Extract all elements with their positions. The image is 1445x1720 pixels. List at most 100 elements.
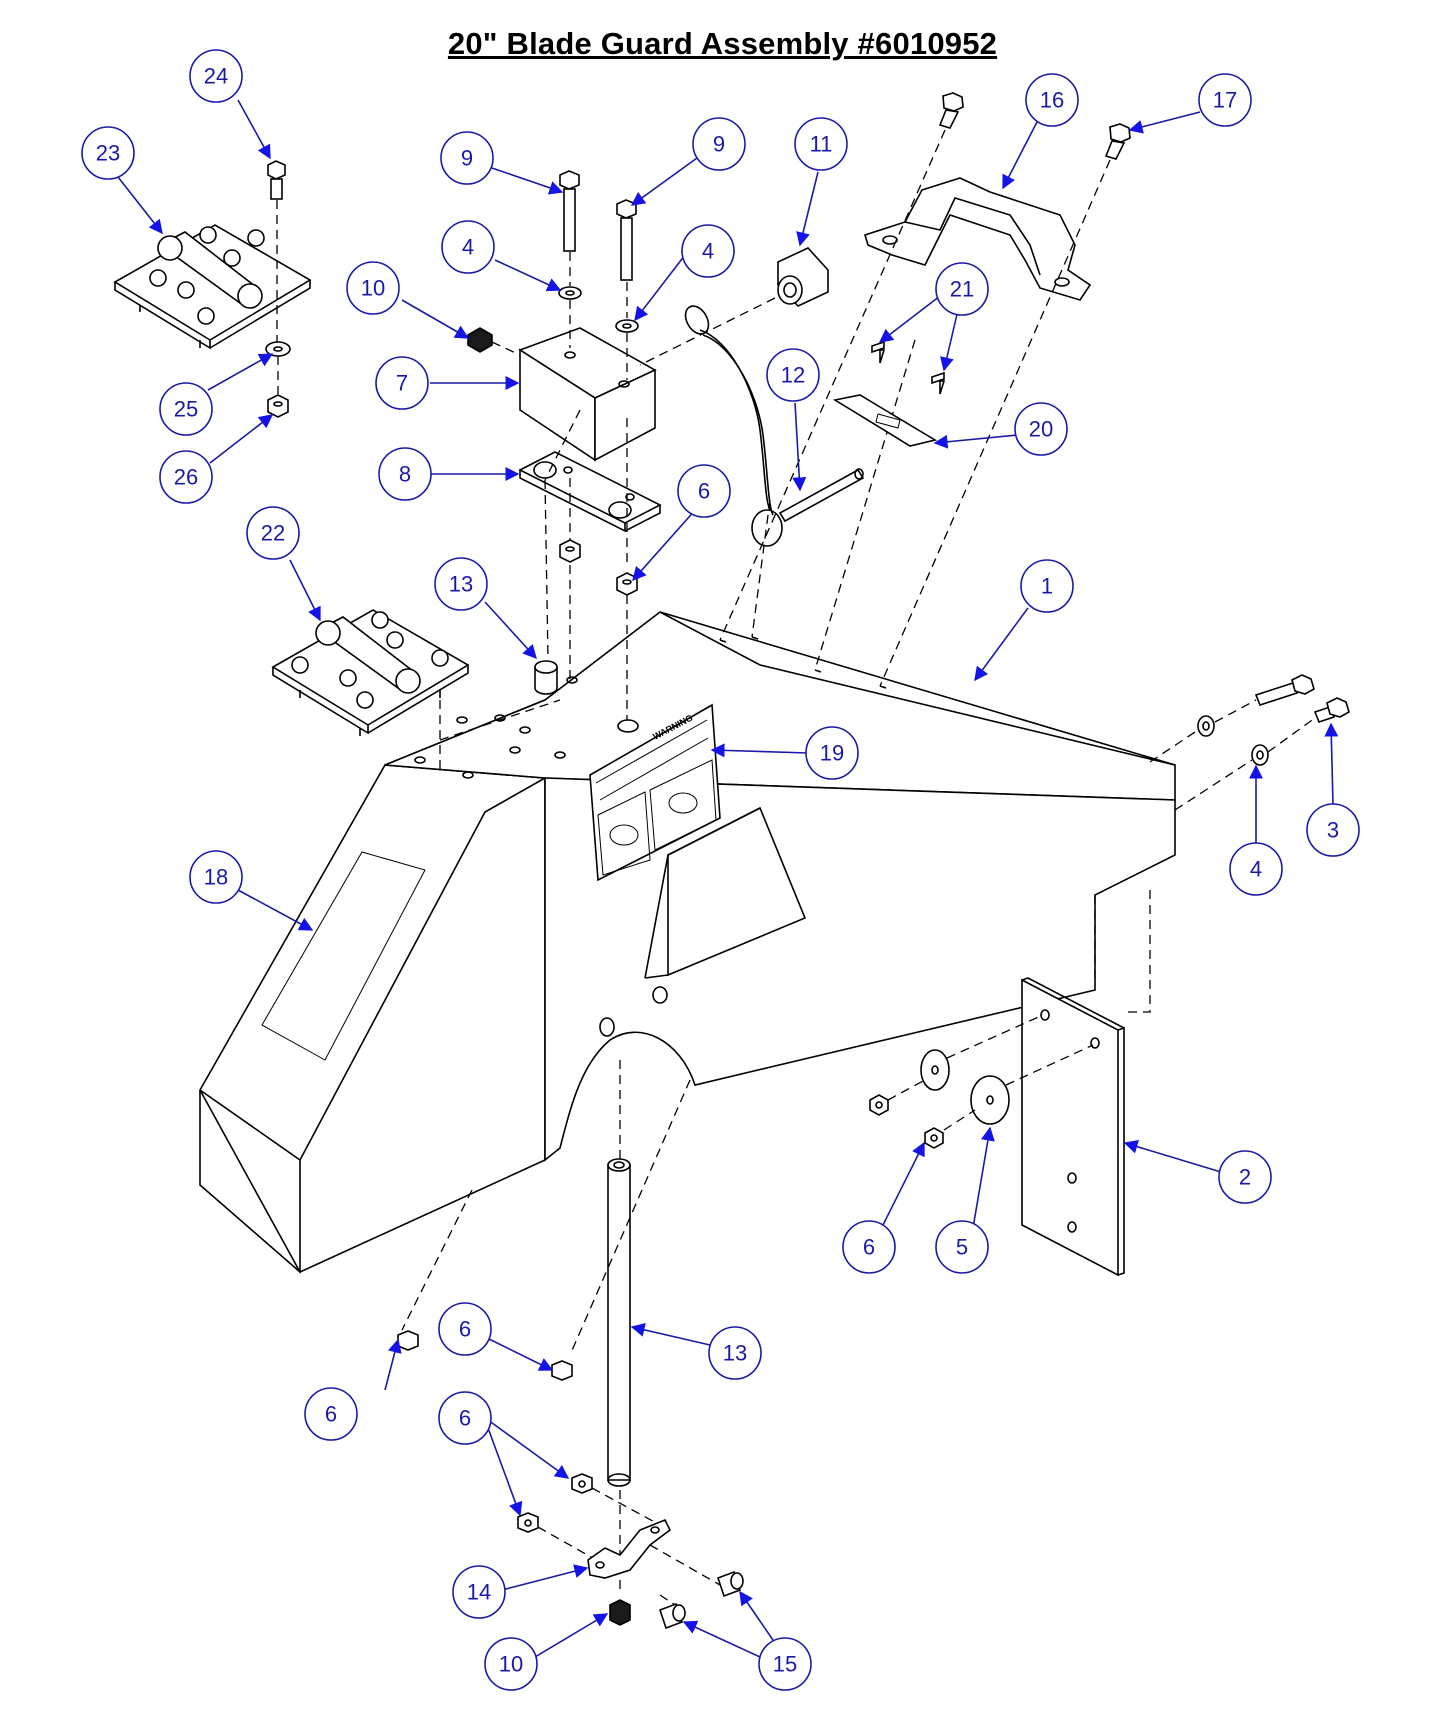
nut-6-top <box>559 539 638 596</box>
svg-text:8: 8 <box>399 462 411 487</box>
svg-text:12: 12 <box>781 363 805 388</box>
washer-5 <box>920 1049 1010 1125</box>
hinge-22 <box>271 609 470 736</box>
bracket-14 <box>587 1518 672 1579</box>
callout-8: 8 <box>378 447 432 501</box>
callout-3: 3 <box>1306 803 1360 857</box>
callout-6-top: 6 <box>677 464 731 518</box>
washer-4-top <box>558 286 639 333</box>
fitting-11 <box>777 247 829 307</box>
svg-text:6: 6 <box>325 1402 337 1427</box>
nut-26 <box>267 394 289 418</box>
callout-23: 23 <box>81 126 135 180</box>
block-7 <box>518 327 657 462</box>
callout-6-lower-left: 6 <box>304 1387 358 1441</box>
svg-text:6: 6 <box>863 1235 875 1260</box>
callout-10-bottom: 10 <box>484 1637 538 1691</box>
callout-4-left: 4 <box>441 220 495 274</box>
callout-26: 26 <box>159 450 213 504</box>
callout-13-top: 13 <box>434 557 488 611</box>
svg-text:20: 20 <box>1029 417 1053 442</box>
bolt-17 <box>1104 123 1131 160</box>
plate-8 <box>518 451 662 533</box>
callout-2: 2 <box>1218 1150 1272 1204</box>
svg-text:23: 23 <box>96 141 120 166</box>
callout-18: 18 <box>189 850 243 904</box>
callout-9-left: 9 <box>440 131 494 185</box>
svg-text:16: 16 <box>1040 88 1064 113</box>
bolt-3 <box>1254 674 1350 723</box>
svg-text:4: 4 <box>462 235 474 260</box>
callout-14: 14 <box>452 1565 506 1619</box>
svg-text:25: 25 <box>174 397 198 422</box>
callout-4-center: 4 <box>681 224 735 278</box>
callout-16: 16 <box>1025 73 1079 127</box>
pin-12 <box>684 305 865 547</box>
svg-text:6: 6 <box>459 1317 471 1342</box>
callout-9-right: 9 <box>692 117 746 171</box>
bolt-9 <box>559 170 637 281</box>
svg-text:7: 7 <box>396 371 408 396</box>
bolt-24 <box>267 160 286 200</box>
svg-text:6: 6 <box>698 479 710 504</box>
callout-24: 24 <box>189 49 243 103</box>
callout-21: 21 <box>935 262 989 316</box>
svg-text:14: 14 <box>467 1580 491 1605</box>
svg-text:17: 17 <box>1213 88 1237 113</box>
svg-text:18: 18 <box>204 865 228 890</box>
svg-text:13: 13 <box>449 572 473 597</box>
handle-16 <box>864 177 1092 301</box>
washer-25 <box>265 341 291 357</box>
nut-6-right <box>869 1094 944 1149</box>
callout-12: 12 <box>766 348 820 402</box>
callout-4-right: 4 <box>1229 842 1283 896</box>
svg-text:11: 11 <box>810 132 833 157</box>
hinge-23 <box>113 224 312 350</box>
screw-15 <box>658 1570 744 1630</box>
shaft-13 <box>607 1158 631 1487</box>
insert-10-bottom <box>609 1599 631 1626</box>
bolt-16-top <box>938 92 964 129</box>
svg-text:9: 9 <box>713 132 725 157</box>
callout-6-lower-mid: 6 <box>438 1302 492 1356</box>
warning-decal: WARNING <box>589 703 721 882</box>
svg-text:1: 1 <box>1041 574 1053 599</box>
svg-text:15: 15 <box>773 1652 797 1677</box>
callout-11: 11 <box>794 117 848 171</box>
svg-text:9: 9 <box>461 146 473 171</box>
leader-lines <box>117 99 1339 1658</box>
callout-1: 1 <box>1020 559 1074 613</box>
svg-text:4: 4 <box>702 239 714 264</box>
blade-guard-body <box>199 611 1176 1274</box>
svg-text:4: 4 <box>1250 857 1262 882</box>
svg-text:13: 13 <box>723 1341 747 1366</box>
svg-text:21: 21 <box>950 277 974 302</box>
callout-17: 17 <box>1198 73 1252 127</box>
svg-text:10: 10 <box>499 1652 523 1677</box>
callout-10-top: 10 <box>346 261 400 315</box>
mount-plate <box>1021 977 1125 1277</box>
callout-25: 25 <box>159 382 213 436</box>
svg-text:3: 3 <box>1327 818 1339 843</box>
svg-text:5: 5 <box>956 1235 968 1260</box>
callout-7: 7 <box>375 356 429 410</box>
svg-text:2: 2 <box>1239 1165 1251 1190</box>
callout-19: 19 <box>805 726 859 780</box>
callout-13-bottom: 13 <box>708 1326 762 1380</box>
screw-21 <box>871 340 946 395</box>
svg-text:22: 22 <box>261 521 285 546</box>
callout-15: 15 <box>758 1637 812 1691</box>
callout-22: 22 <box>246 506 300 560</box>
washer-4-right <box>1197 715 1269 766</box>
callout-6-right: 6 <box>842 1220 896 1274</box>
callout-5: 5 <box>935 1220 989 1274</box>
svg-text:26: 26 <box>174 465 198 490</box>
diagram-title: 20" Blade Guard Assembly #6010952 <box>447 26 998 61</box>
nut-6-lower <box>397 1330 593 1533</box>
insert-10-top <box>467 327 493 353</box>
svg-text:6: 6 <box>459 1406 471 1431</box>
svg-text:10: 10 <box>361 276 385 301</box>
svg-text:19: 19 <box>820 741 844 766</box>
callout-6-bottom: 6 <box>438 1391 492 1445</box>
